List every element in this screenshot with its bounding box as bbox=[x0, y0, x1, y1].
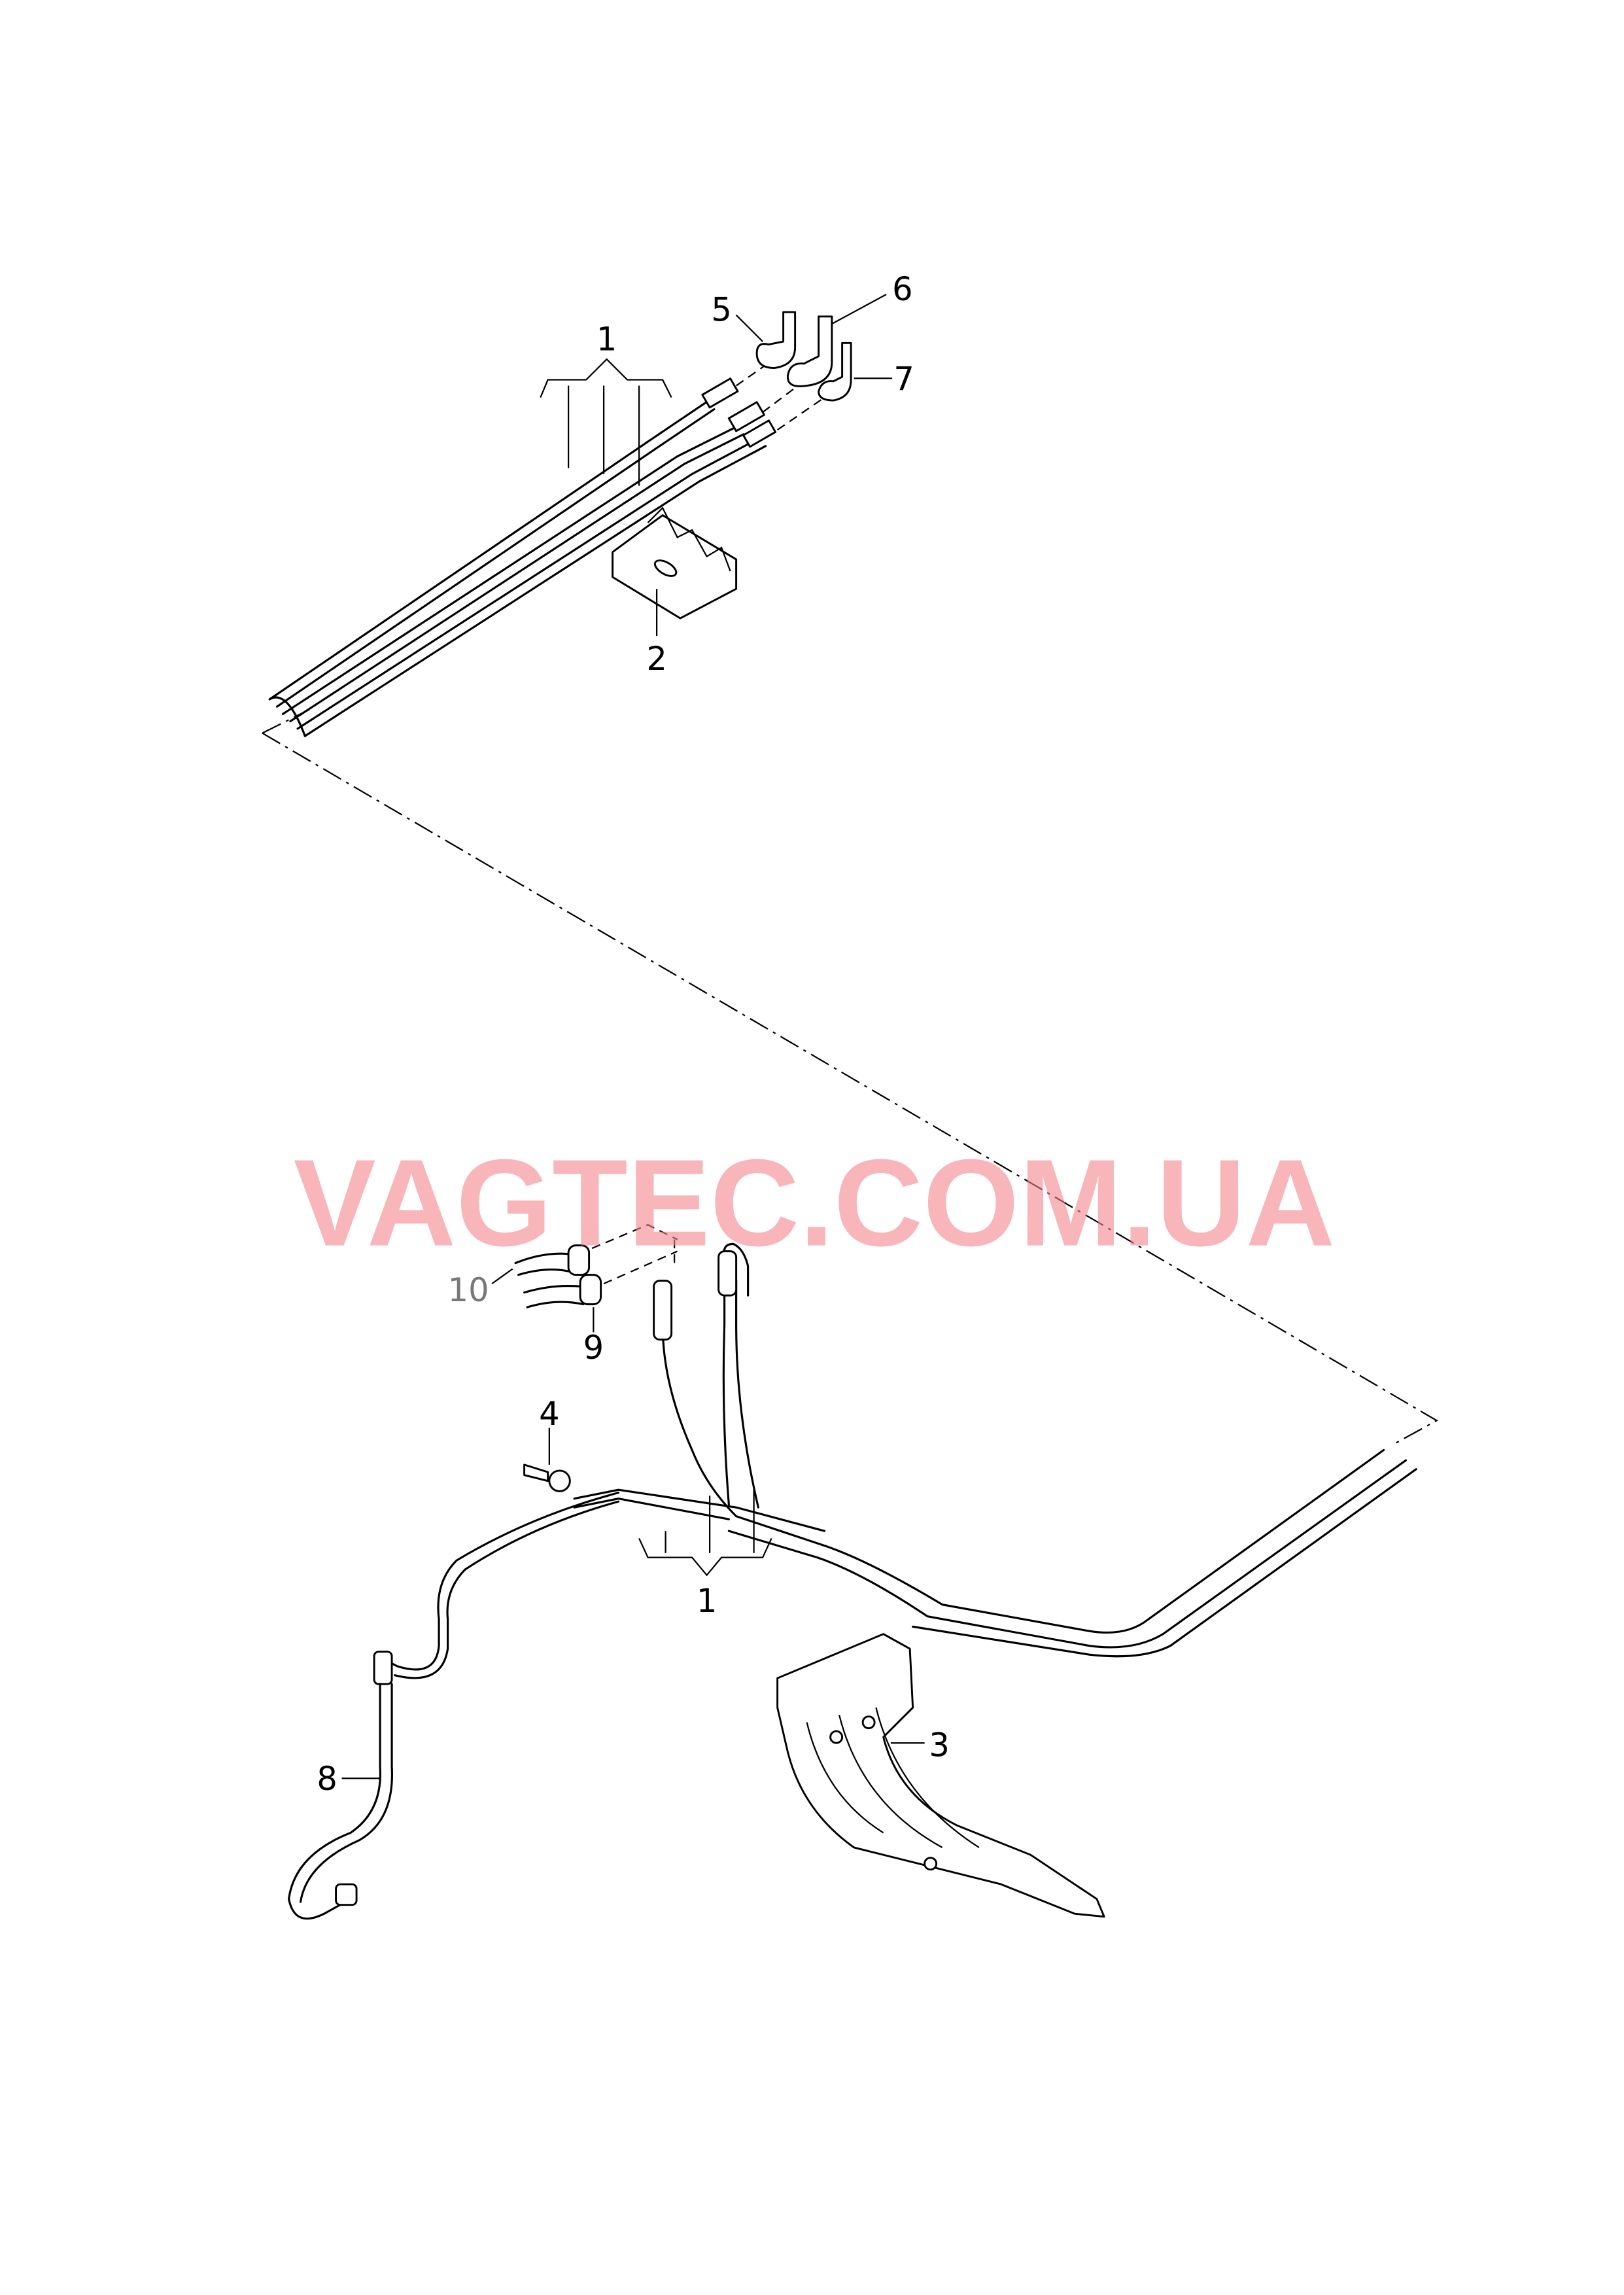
connector-guide-lines bbox=[591, 1223, 678, 1285]
bolt-4 bbox=[523, 1463, 571, 1492]
callout-7: 7 bbox=[893, 360, 914, 398]
callout-5: 5 bbox=[711, 291, 732, 329]
callout-1-top: 1 bbox=[596, 321, 617, 359]
leader-10 bbox=[491, 1268, 513, 1285]
hose-connector-10 bbox=[514, 1244, 591, 1276]
elbow-connector-5 bbox=[755, 311, 797, 370]
brake-lines-upper bbox=[268, 364, 825, 737]
callout-10: 10 bbox=[448, 1271, 489, 1309]
leader-1-top bbox=[540, 358, 672, 486]
elbow-connector-7 bbox=[818, 342, 852, 402]
callout-6: 6 bbox=[892, 270, 913, 308]
heat-shield-3 bbox=[776, 1633, 1105, 1918]
pipe-clip-2 bbox=[612, 506, 738, 620]
hose-connector-9 bbox=[523, 1274, 602, 1308]
callout-3: 3 bbox=[929, 1726, 950, 1764]
callout-8: 8 bbox=[317, 1760, 337, 1798]
leader-5 bbox=[735, 314, 763, 342]
watermark: VAGTEC.COM.UA bbox=[294, 1134, 1335, 1272]
elbow-connector-6 bbox=[786, 315, 833, 387]
callout-4: 4 bbox=[539, 1395, 559, 1433]
callout-1-bottom: 1 bbox=[697, 1582, 717, 1620]
leader-6 bbox=[831, 294, 887, 325]
callout-2: 2 bbox=[646, 640, 667, 678]
brake-lines-lower bbox=[287, 1242, 1417, 1920]
continuation-line bbox=[262, 709, 1438, 1446]
leader-1-bottom bbox=[638, 1490, 772, 1577]
callout-9: 9 bbox=[583, 1329, 604, 1367]
